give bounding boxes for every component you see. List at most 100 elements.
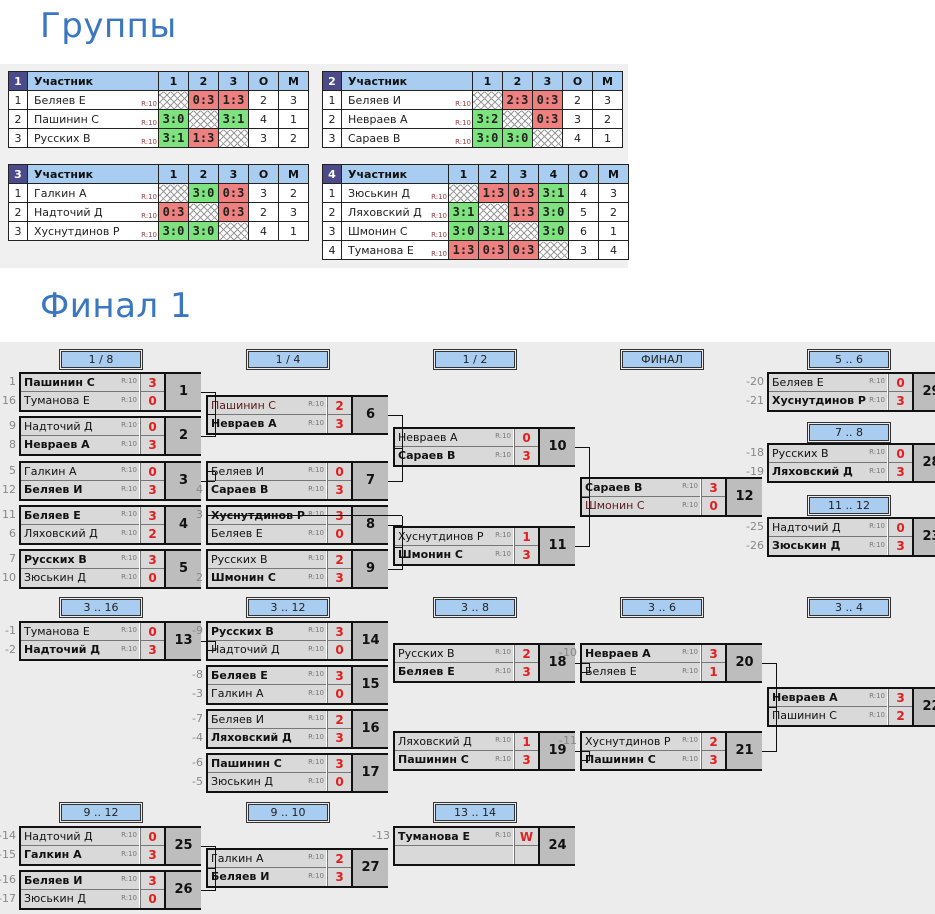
participant-name[interactable]: Туманова Е	[348, 243, 414, 257]
participant-name[interactable]: Беляев Е	[34, 93, 86, 107]
winner-name[interactable]: Беляев Е	[24, 509, 81, 522]
winner-name[interactable]: Беляев И	[24, 483, 83, 496]
winner-name[interactable]: Беляев И	[211, 870, 270, 883]
player-name[interactable]: Галкин А	[24, 465, 77, 478]
winner-name[interactable]: Пашинин С	[211, 757, 282, 770]
player-name[interactable]: Шмонин С	[585, 499, 645, 512]
participant-name[interactable]: Пашинин С	[34, 112, 99, 126]
winner-name[interactable]: Зюськин Д	[772, 539, 841, 552]
winner-name[interactable]: Шмонин С	[211, 571, 276, 584]
winner-name[interactable]: Беляев И	[24, 874, 83, 887]
winner-name[interactable]: Невраев А	[585, 647, 651, 660]
player-name[interactable]: Невраев А	[398, 431, 458, 444]
winner-name[interactable]: Пашинин С	[398, 753, 469, 766]
participant-name[interactable]: Галкин А	[34, 186, 87, 200]
winner-name[interactable]: Невраев А	[24, 438, 90, 451]
participant-name[interactable]: Невраев А	[348, 112, 408, 126]
player-name[interactable]: Беляев И	[211, 465, 264, 478]
player-name[interactable]	[395, 848, 398, 861]
player-name[interactable]: Беляев Е	[585, 665, 637, 678]
participant-name[interactable]: Беляев И	[348, 93, 401, 107]
match-score: 3	[888, 392, 912, 410]
winner-name[interactable]: Русских В	[211, 625, 274, 638]
player-name[interactable]: Надточий Д	[24, 830, 93, 843]
player-name[interactable]: Зюськин Д	[24, 892, 86, 905]
winner-name[interactable]: Надточий Д	[24, 643, 101, 656]
participant-name[interactable]: Надточий Д	[34, 205, 103, 219]
winner-name[interactable]: Сараев В	[398, 449, 456, 462]
winner-name[interactable]: Туманова Е	[398, 830, 470, 843]
player-name[interactable]: Надточий Д	[211, 643, 280, 656]
winner-name[interactable]: Беляев Е	[211, 669, 268, 682]
player-name[interactable]: Галкин А	[211, 852, 264, 865]
player-name[interactable]: Туманова Е	[24, 625, 90, 638]
player-name[interactable]: Туманова Е	[24, 394, 90, 407]
player-name[interactable]: Беляев И	[211, 713, 264, 726]
player-name[interactable]: Ляховский Д	[24, 527, 98, 540]
participant-name[interactable]: Русских В	[34, 131, 91, 145]
player-name[interactable]: Беляев Е	[211, 527, 263, 540]
participant-name[interactable]: Шмонин С	[348, 224, 408, 238]
participant-name[interactable]: Ляховский Д	[348, 205, 422, 219]
winner-name[interactable]: Русских В	[24, 553, 87, 566]
winner-name[interactable]: Беляев Е	[398, 665, 455, 678]
player-name[interactable]: Русских В	[211, 553, 268, 566]
player-name[interactable]: Ляховский Д	[398, 735, 472, 748]
player-name[interactable]: Хуснутдинов Р	[398, 530, 484, 543]
winner-name[interactable]: Пашинин С	[585, 753, 656, 766]
winner-name[interactable]: Хуснутдинов Р	[772, 394, 866, 407]
player-name[interactable]: Русских В	[398, 647, 455, 660]
winner-name[interactable]: Ляховский Д	[211, 731, 292, 744]
winner-name[interactable]: Шмонин С	[398, 548, 463, 561]
player-name[interactable]: Русских В	[772, 447, 829, 460]
winner-name[interactable]: Пашинин С	[24, 376, 95, 389]
player-name[interactable]: Галкин А	[211, 687, 264, 700]
player-name[interactable]: Зюськин Д	[24, 571, 86, 584]
winner-name[interactable]: Сараев В	[211, 483, 269, 496]
player-name[interactable]: Надточий Д	[772, 521, 841, 534]
winner-name[interactable]: Галкин А	[24, 848, 82, 861]
winner-name[interactable]: Ляховский Д	[772, 465, 853, 478]
player-name[interactable]: Беляев Е	[772, 376, 824, 389]
winner-name[interactable]: Сараев В	[585, 481, 643, 494]
player-name[interactable]: Пашинин С	[772, 709, 837, 722]
participant-name[interactable]: Сараев В	[348, 131, 401, 145]
player-name[interactable]: Пашинин С	[211, 399, 276, 412]
winner-name[interactable]: Невраев А	[772, 691, 838, 704]
player-name[interactable]: Хуснутдинов Р	[585, 735, 671, 748]
player-name[interactable]: Зюськин Д	[211, 775, 273, 788]
participant-name[interactable]: Зюськин Д	[348, 186, 410, 200]
participant-name[interactable]: Хуснутдинов Р	[34, 224, 120, 238]
winner-name[interactable]: Невраев А	[211, 417, 277, 430]
player-name[interactable]: Надточий Д	[24, 420, 93, 433]
